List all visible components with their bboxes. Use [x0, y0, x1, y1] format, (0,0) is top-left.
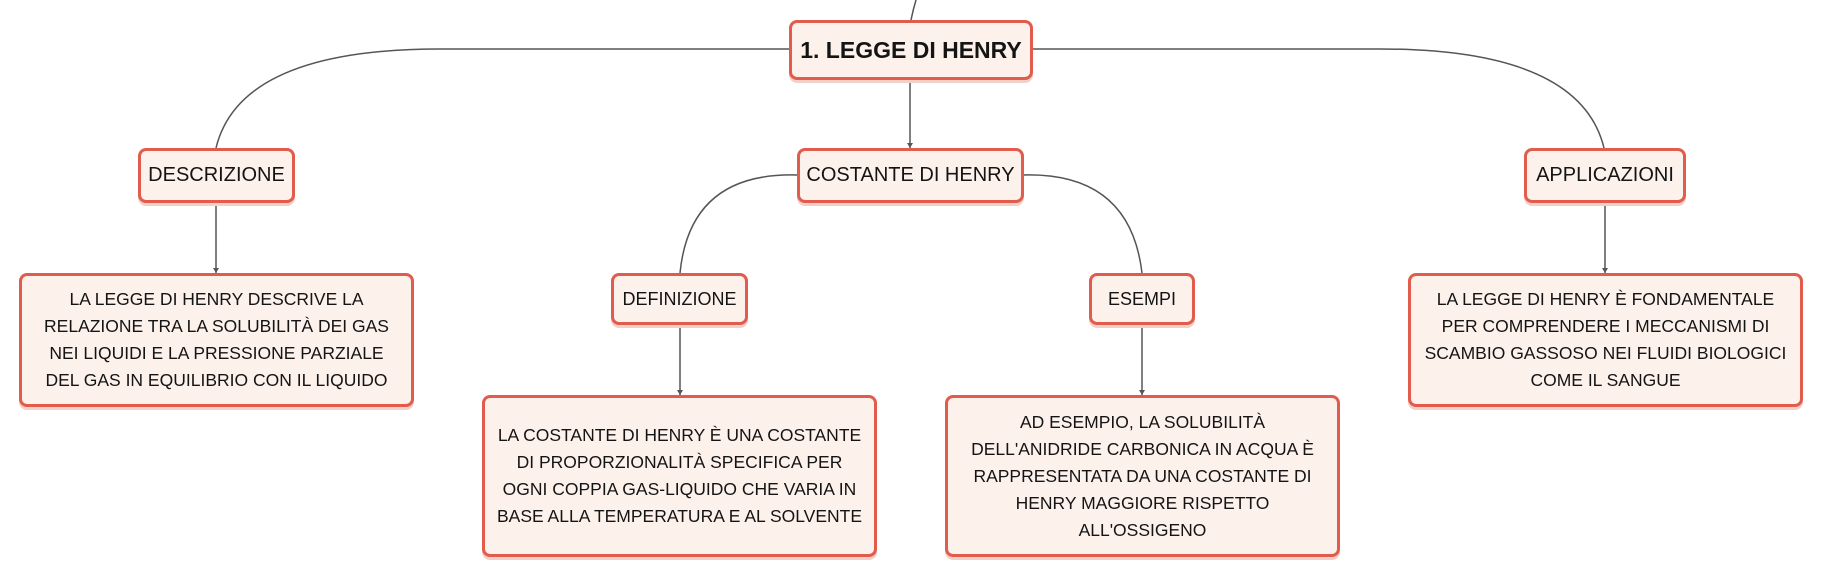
descrizione-node[interactable]: DESCRIZIONE: [138, 148, 295, 203]
costante-node[interactable]: COSTANTE DI HENRY: [797, 148, 1024, 203]
esempi-node[interactable]: ESEMPI: [1089, 273, 1195, 325]
descrizione-text: LA LEGGE DI HENRY DESCRIVE LA RELAZIONE …: [44, 289, 389, 390]
costante-label: COSTANTE DI HENRY: [806, 164, 1015, 186]
definizione-text-node[interactable]: LA COSTANTE DI HENRY È UNA COSTANTE DI P…: [482, 395, 877, 557]
esempi-text: AD ESEMPIO, LA SOLUBILITÀ DELL'ANIDRIDE …: [971, 411, 1314, 540]
esempi-text-node[interactable]: AD ESEMPIO, LA SOLUBILITÀ DELL'ANIDRIDE …: [945, 395, 1340, 557]
descrizione-label: DESCRIZIONE: [148, 164, 285, 186]
root-label: 1. LEGGE DI HENRY: [800, 36, 1022, 63]
arrowhead-definizione-text: [677, 390, 683, 395]
root-node[interactable]: 1. LEGGE DI HENRY: [789, 20, 1033, 80]
definizione-node[interactable]: DEFINIZIONE: [611, 273, 748, 325]
arrowhead-esempi-text: [1139, 390, 1145, 395]
connector-costante-to-definizione: [679, 174, 798, 274]
connector-root-to-applicazioni: [1032, 48, 1605, 149]
definizione-label: DEFINIZIONE: [622, 288, 737, 309]
arrowhead-applicazioni-text: [1602, 268, 1608, 273]
applicazioni-label: APPLICAZIONI: [1536, 164, 1674, 186]
connector-parent-to-root: [910, 0, 917, 21]
connector-costante-to-esempi: [1022, 174, 1143, 274]
applicazioni-text: LA LEGGE DI HENRY È FONDAMENTALE PER COM…: [1424, 289, 1787, 390]
esempi-label: ESEMPI: [1107, 288, 1177, 309]
connector-root-to-descrizione: [215, 48, 790, 149]
applicazioni-node[interactable]: APPLICAZIONI: [1524, 148, 1686, 203]
arrowhead-costante: [907, 143, 913, 148]
applicazioni-text-node[interactable]: LA LEGGE DI HENRY È FONDAMENTALE PER COM…: [1408, 273, 1803, 407]
descrizione-text-node[interactable]: LA LEGGE DI HENRY DESCRIVE LA RELAZIONE …: [19, 273, 414, 407]
definizione-text: LA COSTANTE DI HENRY È UNA COSTANTE DI P…: [496, 425, 863, 526]
arrowhead-descrizione-text: [213, 268, 219, 273]
